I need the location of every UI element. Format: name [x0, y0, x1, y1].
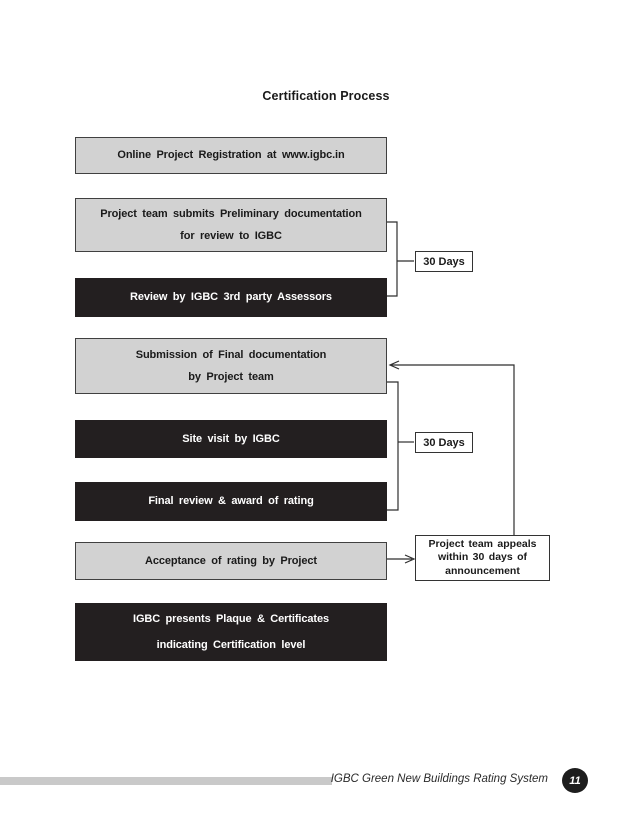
footer-document-title: IGBC Green New Buildings Rating System — [330, 773, 548, 785]
flow-box-plaque-certificates: IGBC presents Plaque & Certificates indi… — [75, 603, 387, 661]
flow-box-preliminary-submission: Project team submits Preliminary documen… — [75, 198, 387, 252]
bracket-connector-bottom — [387, 381, 399, 511]
flow-box-label: IGBC presents Plaque & Certificates — [132, 612, 329, 625]
flow-box-site-visit: Site visit by IGBC — [75, 420, 387, 458]
flow-box-final-review: Final review & award of rating — [75, 482, 387, 521]
flow-box-label: for review to IGBC — [180, 229, 282, 242]
duration-label-30-days-top: 30 Days — [415, 251, 473, 272]
bracket-connector-top — [387, 221, 398, 297]
flow-box-online-registration: Online Project Registration at www.igbc.… — [75, 137, 387, 174]
arrowhead-left-icon — [388, 360, 400, 370]
footer-divider-bar — [0, 777, 332, 785]
flow-box-label: Submission of Final documentation — [135, 349, 327, 362]
flow-box-label: Site visit by IGBC — [182, 432, 280, 445]
flow-box-label: Review by IGBC 3rd party Assessors — [130, 291, 332, 304]
flow-box-acceptance: Acceptance of rating by Project — [75, 542, 387, 580]
flow-box-final-submission: Submission of Final documentation by Pro… — [75, 338, 387, 394]
page-number-badge: 11 — [562, 768, 588, 793]
flow-box-igbc-review: Review by IGBC 3rd party Assessors — [75, 278, 387, 317]
appeal-box-label: within 30 days of — [437, 551, 528, 564]
appeal-box-label: announcement — [445, 564, 520, 577]
flow-box-label: indicating Certification level — [156, 639, 306, 651]
flow-box-label: Online Project Registration at www.igbc.… — [117, 149, 345, 162]
flow-box-appeal: Project team appeals within 30 days of a… — [415, 535, 550, 581]
flow-box-label: by Project team — [188, 370, 274, 383]
arrowhead-right-icon — [404, 554, 416, 564]
flow-box-label: Final review & award of rating — [148, 495, 314, 508]
page-title: Certification Process — [262, 89, 390, 103]
flow-box-label: Acceptance of rating by Project — [145, 554, 317, 567]
appeal-box-label: Project team appeals — [428, 538, 537, 551]
duration-label-30-days-bottom: 30 Days — [415, 432, 473, 453]
flow-box-label: Project team submits Preliminary documen… — [100, 208, 362, 221]
